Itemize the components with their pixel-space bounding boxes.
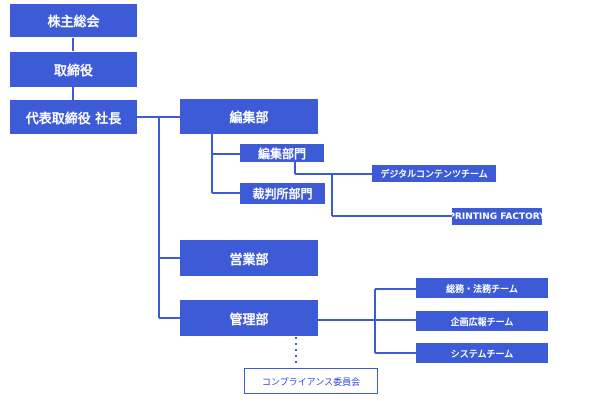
systems-team-box: システムチーム — [416, 343, 548, 363]
administration-department-box: 管理部 — [180, 300, 318, 336]
editorial-division-box: 編集部門 — [240, 144, 324, 162]
compliance-committee-box: コンプライアンス委員会 — [244, 368, 378, 394]
general-legal-team-box: 総務・法務チーム — [416, 278, 548, 298]
editorial-department-box: 編集部 — [180, 99, 318, 134]
pr-planning-team-box: 企画広報チーム — [416, 311, 548, 331]
digital-content-team-box: デジタルコンテンツチーム — [372, 165, 496, 182]
cutting-division-box: 裁判所部門 — [240, 183, 325, 204]
sales-department-box: 営業部 — [180, 240, 318, 276]
shareholders-meeting-box: 株主総会 — [10, 4, 137, 37]
board-of-directors-box: 取締役 — [10, 52, 137, 87]
ceo-box: 代表取締役 社長 — [10, 100, 137, 134]
printing-factory-box: PRINTING FACTORY — [452, 208, 542, 225]
